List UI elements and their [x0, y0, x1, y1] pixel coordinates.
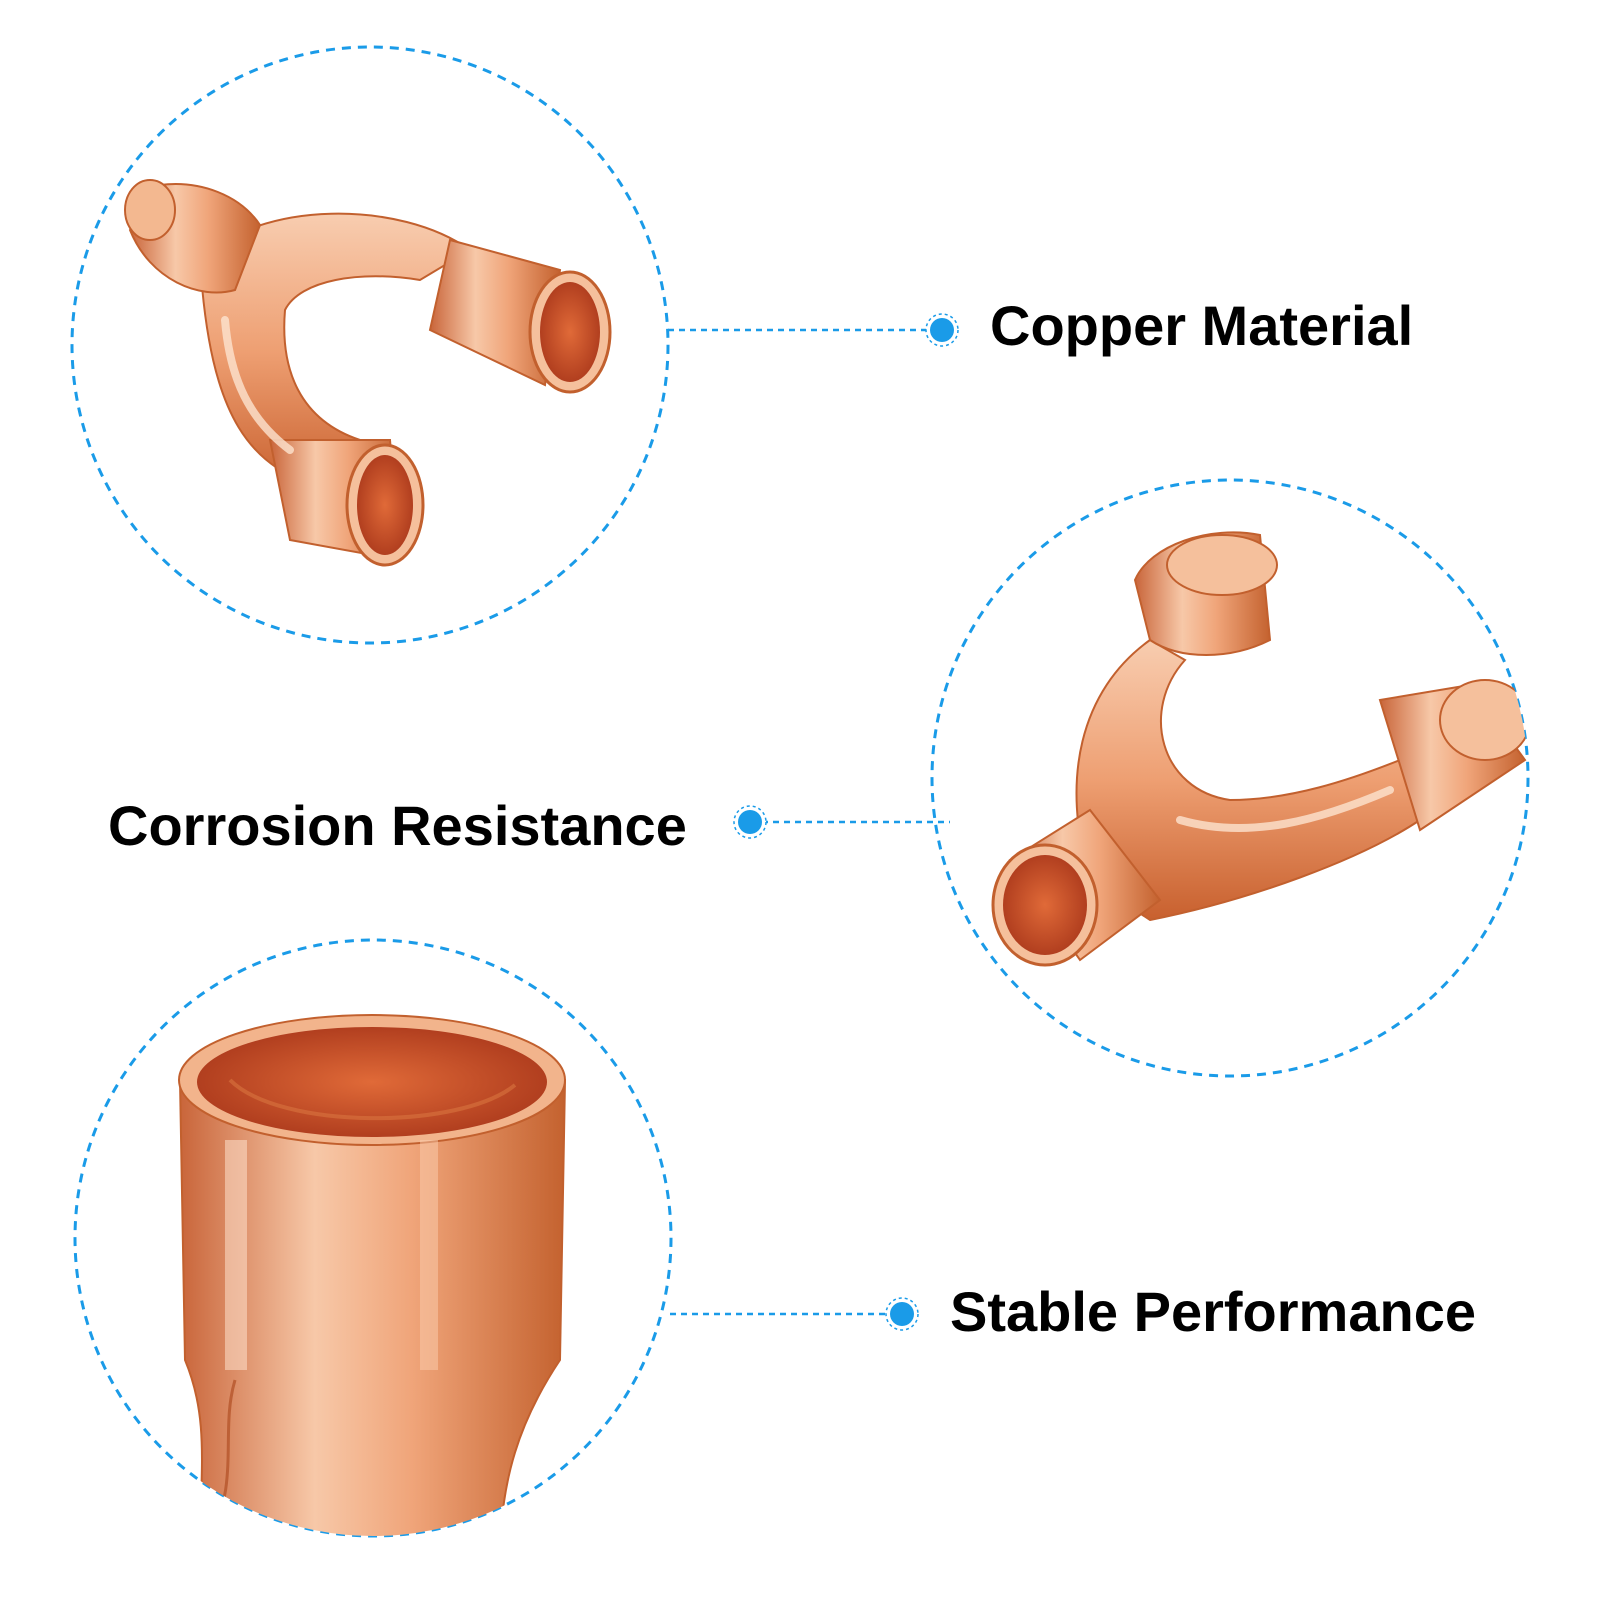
feature-label-stable-performance: Stable Performance	[950, 1280, 1476, 1343]
feature-label-copper-material: Copper Material	[990, 294, 1414, 357]
copper-y-fitting-photo	[124, 179, 612, 567]
feature-label-corrosion-resistance: Corrosion Resistance	[108, 794, 687, 857]
feature-circle-stable	[73, 938, 673, 1538]
copper-y-fitting-photo	[991, 531, 1528, 967]
copper-pipe-closeup-photo	[178, 1014, 567, 1536]
callout-dot-icon	[885, 1297, 919, 1331]
callout-dot-icon	[733, 805, 767, 839]
feature-circle-corrosion	[930, 478, 1530, 1078]
callout-dot-icon	[925, 313, 959, 347]
feature-circle-copper	[70, 45, 670, 645]
